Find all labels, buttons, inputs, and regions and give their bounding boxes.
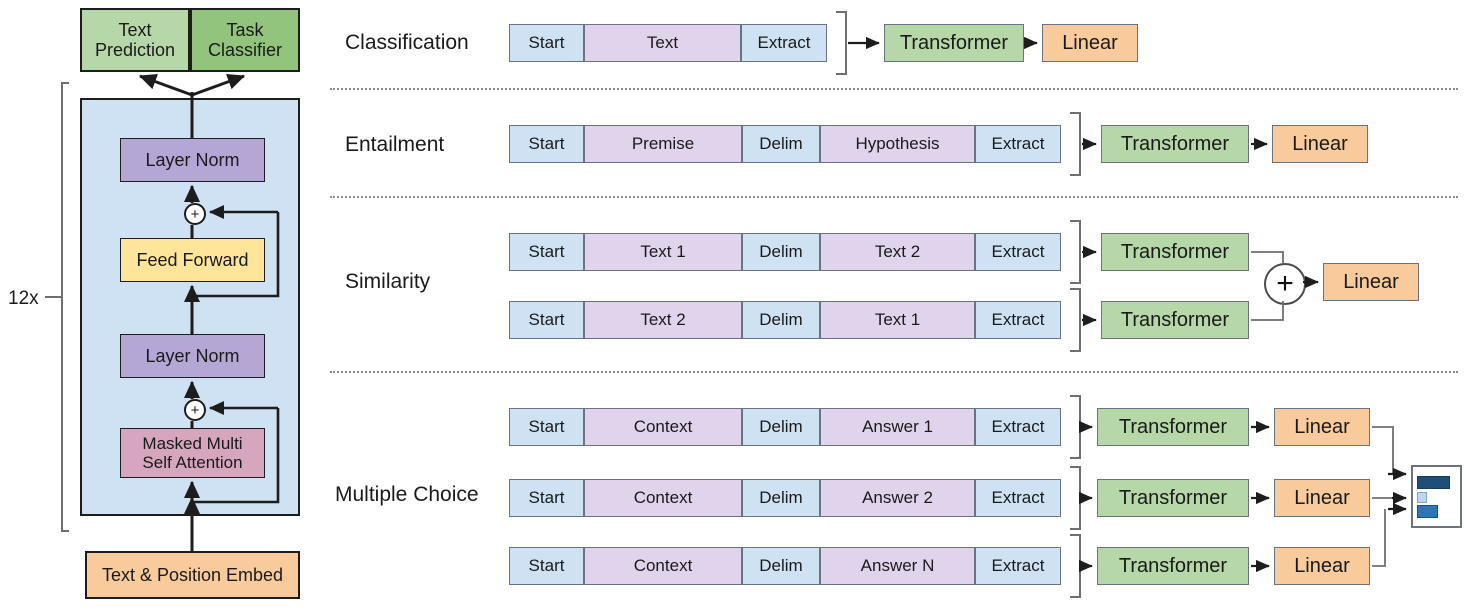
transformer-similarity-1: Transformer bbox=[1101, 233, 1249, 271]
transformer-entailment: Transformer bbox=[1101, 125, 1249, 163]
token-premise: Premise bbox=[584, 125, 742, 163]
transformer-classification: Transformer bbox=[884, 24, 1024, 62]
task-label-classification: Classification bbox=[345, 31, 469, 54]
token-context: Context bbox=[584, 547, 742, 585]
token-delim: Delim bbox=[742, 301, 820, 339]
block-layer-norm-top: Layer Norm bbox=[120, 138, 265, 182]
bracket-entailment bbox=[1070, 112, 1081, 176]
bracket-multiple-choice-2 bbox=[1070, 466, 1081, 530]
linear-multiple-choice-2: Linear bbox=[1274, 479, 1370, 517]
token-extract: Extract bbox=[975, 301, 1061, 339]
token-start: Start bbox=[509, 233, 584, 271]
repeat-count-label: 12x bbox=[8, 288, 39, 309]
bar-answer-1 bbox=[1417, 476, 1450, 489]
token-text-2: Text 2 bbox=[584, 301, 742, 339]
task-label-similarity: Similarity bbox=[345, 270, 431, 293]
token-text-2: Text 2 bbox=[820, 233, 975, 271]
linear-entailment: Linear bbox=[1272, 125, 1368, 163]
separator-similarity-multiplechoice bbox=[330, 371, 1458, 373]
bracket-multiple-choice-1 bbox=[1070, 395, 1081, 459]
linear-multiple-choice-1: Linear bbox=[1274, 408, 1370, 446]
transformer-similarity-2: Transformer bbox=[1101, 301, 1249, 339]
token-extract: Extract bbox=[975, 233, 1061, 271]
head-text-prediction: Text Prediction bbox=[80, 8, 190, 72]
answer-score-barchart bbox=[1411, 465, 1462, 528]
bracket-similarity-1 bbox=[1070, 220, 1081, 284]
token-start: Start bbox=[509, 24, 584, 62]
token-answer-n: Answer N bbox=[820, 547, 975, 585]
head-task-classifier: Task Classifier bbox=[190, 8, 300, 72]
token-extract: Extract bbox=[975, 125, 1061, 163]
token-delim: Delim bbox=[742, 233, 820, 271]
block-layer-norm-bottom: Layer Norm bbox=[120, 334, 265, 378]
similarity-sum-node: + bbox=[1264, 263, 1306, 305]
repeat-bracket bbox=[45, 82, 69, 532]
token-text-1: Text 1 bbox=[820, 301, 975, 339]
residual-add-bottom: + bbox=[184, 399, 206, 421]
token-delim: Delim bbox=[742, 479, 820, 517]
linear-multiple-choice-3: Linear bbox=[1274, 547, 1370, 585]
arrow-to-text-prediction bbox=[138, 73, 193, 97]
block-text-position-embed: Text & Position Embed bbox=[85, 551, 300, 599]
token-hypothesis: Hypothesis bbox=[820, 125, 975, 163]
arrow-to-task-classifier bbox=[191, 73, 246, 97]
bracket-classification bbox=[836, 11, 847, 75]
transformer-multiple-choice-2: Transformer bbox=[1097, 479, 1249, 517]
token-delim: Delim bbox=[742, 547, 820, 585]
token-start: Start bbox=[509, 479, 584, 517]
bracket-similarity-2 bbox=[1070, 288, 1081, 352]
separator-classification-entailment bbox=[330, 88, 1458, 90]
token-answer-1: Answer 1 bbox=[820, 408, 975, 446]
separator-entailment-similarity bbox=[330, 196, 1458, 198]
token-delim: Delim bbox=[742, 408, 820, 446]
token-context: Context bbox=[584, 408, 742, 446]
linear-classification: Linear bbox=[1042, 24, 1138, 62]
token-context: Context bbox=[584, 479, 742, 517]
bar-answer-2 bbox=[1417, 492, 1427, 503]
token-extract: Extract bbox=[741, 24, 827, 62]
linear-similarity: Linear bbox=[1323, 263, 1419, 301]
token-extract: Extract bbox=[975, 408, 1061, 446]
token-extract: Extract bbox=[975, 479, 1061, 517]
wire-linear-to-barchart bbox=[1372, 426, 1398, 567]
token-start: Start bbox=[509, 301, 584, 339]
token-delim: Delim bbox=[742, 125, 820, 163]
token-start: Start bbox=[509, 408, 584, 446]
transformer-multiple-choice-1: Transformer bbox=[1097, 408, 1249, 446]
token-text-1: Text 1 bbox=[584, 233, 742, 271]
block-masked-multi-self-attention: Masked Multi Self Attention bbox=[120, 428, 265, 478]
token-start: Start bbox=[509, 547, 584, 585]
bar-answer-n bbox=[1417, 505, 1438, 518]
token-extract: Extract bbox=[975, 547, 1061, 585]
block-feed-forward: Feed Forward bbox=[120, 238, 265, 282]
token-start: Start bbox=[509, 125, 584, 163]
residual-add-top: + bbox=[184, 203, 206, 225]
transformer-multiple-choice-3: Transformer bbox=[1097, 547, 1249, 585]
token-answer-2: Answer 2 bbox=[820, 479, 975, 517]
token-text: Text bbox=[584, 24, 741, 62]
task-label-multiple-choice: Multiple Choice bbox=[335, 483, 479, 506]
task-label-entailment: Entailment bbox=[345, 133, 445, 156]
bracket-multiple-choice-3 bbox=[1070, 534, 1081, 598]
